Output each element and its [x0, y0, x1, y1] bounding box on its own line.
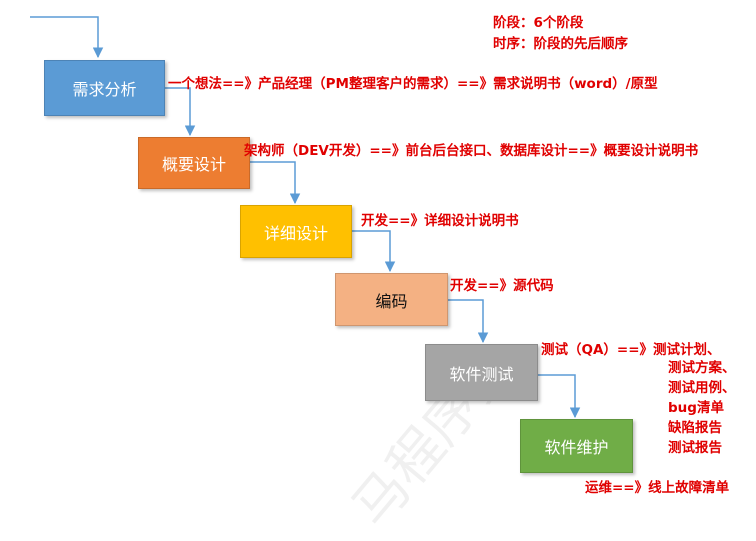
qa-output-item: 缺陷报告	[668, 420, 722, 436]
stage-high-level-design: 概要设计	[138, 137, 250, 189]
qa-output-item: 测试报告	[668, 440, 722, 456]
stage-note-coding: 开发==》源代码	[450, 278, 554, 294]
stage-software-maintenance: 软件维护	[520, 419, 633, 473]
stage-note-high-level-design: 架构师（DEV开发）==》前台后台接口、数据库设计==》概要设计说明书	[244, 143, 699, 159]
qa-output-list: 测试方案、 测试用例、 bug清单 缺陷报告 测试报告	[668, 358, 736, 458]
qa-output-item: 测试用例、	[668, 380, 736, 396]
arrow-1-2	[165, 87, 196, 137]
stage-note-testing: 测试（QA）==》测试计划、	[541, 342, 721, 358]
stage-requirements-analysis: 需求分析	[44, 60, 165, 116]
arrow-5-6	[538, 374, 581, 419]
waterfall-diagram: 马程序员 阶段：6个阶段 时序：阶段的先后顺序 需求分析 一个想法==》产品经理…	[30, 15, 736, 539]
phase-count-note: 阶段：6个阶段	[493, 15, 584, 31]
stage-software-testing: 软件测试	[425, 344, 538, 401]
stage-note-requirements: 一个想法==》产品经理（PM整理客户的需求）==》需求说明书（word）/原型	[168, 76, 658, 92]
arrow-4-5	[448, 299, 489, 344]
connector-layer	[30, 16, 581, 419]
qa-output-item: bug清单	[668, 400, 724, 416]
arrow-3-4	[352, 230, 396, 273]
entry-arrow	[30, 16, 104, 59]
sequence-note: 时序：阶段的先后顺序	[493, 36, 628, 52]
qa-output-item: 测试方案、	[668, 360, 736, 376]
stage-detailed-design: 详细设计	[240, 205, 352, 258]
stage-note-detailed-design: 开发==》详细设计说明书	[361, 213, 519, 229]
stage-coding: 编码	[335, 273, 448, 326]
arrow-2-3	[250, 161, 301, 205]
maintenance-note: 运维==》线上故障清单	[585, 480, 730, 496]
